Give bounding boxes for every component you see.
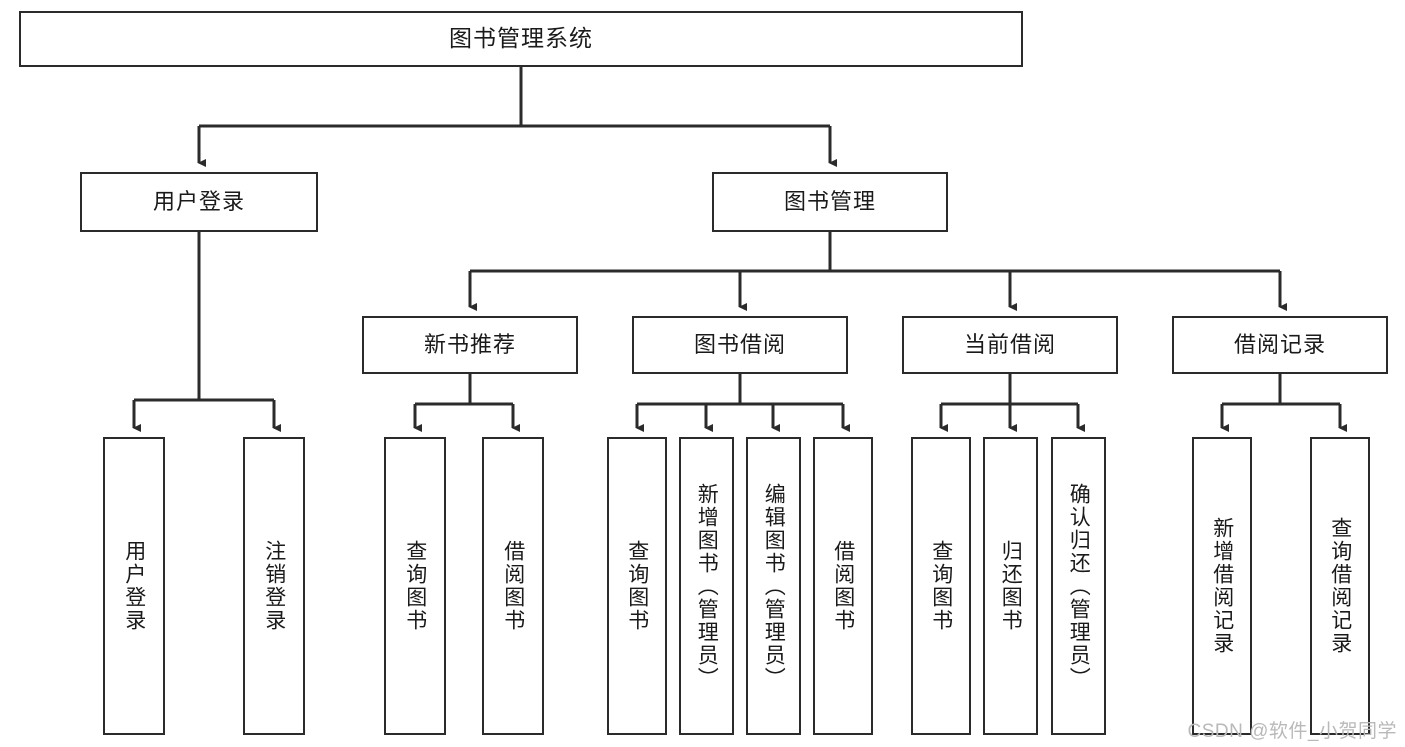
node-label: 查询图书: [929, 540, 953, 632]
node-borrow-record[interactable]: 借阅记录: [1172, 316, 1388, 374]
node-leaf-confirm-return-admin[interactable]: 确认归还（管理员）: [1051, 437, 1106, 735]
node-label: 新增借阅记录: [1210, 517, 1234, 655]
node-label: 注销登录: [262, 540, 286, 632]
node-label: 当前借阅: [963, 331, 1056, 357]
node-label: 借阅记录: [1233, 331, 1326, 357]
node-root-system[interactable]: 图书管理系统: [19, 11, 1023, 67]
node-leaf-user-login[interactable]: 用户登录: [103, 437, 165, 735]
node-leaf-query-borrow-record[interactable]: 查询借阅记录: [1310, 437, 1370, 735]
node-leaf-query-book-3[interactable]: 查询图书: [911, 437, 971, 735]
node-leaf-return-book[interactable]: 归还图书: [983, 437, 1038, 735]
node-label: 新增图书（管理员）: [695, 482, 719, 690]
node-leaf-add-borrow-record[interactable]: 新增借阅记录: [1192, 437, 1252, 735]
node-label: 借阅图书: [501, 540, 525, 632]
node-label: 编辑图书（管理员）: [762, 482, 786, 690]
node-label: 查询借阅记录: [1328, 517, 1352, 655]
node-label: 查询图书: [403, 540, 427, 632]
node-leaf-add-book-admin[interactable]: 新增图书（管理员）: [679, 437, 734, 735]
node-leaf-borrow-book-1[interactable]: 借阅图书: [482, 437, 544, 735]
node-book-borrow[interactable]: 图书借阅: [632, 316, 848, 374]
node-label: 确认归还（管理员）: [1067, 482, 1091, 690]
node-label: 借阅图书: [831, 540, 855, 632]
node-label: 用户登录: [152, 188, 245, 214]
node-leaf-query-book-2[interactable]: 查询图书: [607, 437, 667, 735]
node-leaf-query-book-1[interactable]: 查询图书: [384, 437, 446, 735]
node-leaf-borrow-book-2[interactable]: 借阅图书: [813, 437, 873, 735]
node-label: 归还图书: [999, 540, 1023, 632]
node-book-manage[interactable]: 图书管理: [712, 172, 948, 232]
node-current-borrow[interactable]: 当前借阅: [902, 316, 1118, 374]
node-user-login[interactable]: 用户登录: [80, 172, 318, 232]
node-label: 图书管理: [783, 188, 876, 214]
node-label: 图书管理系统: [449, 25, 593, 52]
node-new-book-recommend[interactable]: 新书推荐: [362, 316, 578, 374]
watermark: CSDN @软件_小贺同学: [1187, 721, 1397, 742]
node-label: 用户登录: [122, 540, 146, 632]
node-label: 新书推荐: [423, 331, 516, 357]
node-leaf-logout-login[interactable]: 注销登录: [243, 437, 305, 735]
node-leaf-edit-book-admin[interactable]: 编辑图书（管理员）: [746, 437, 801, 735]
node-label: 图书借阅: [693, 331, 786, 357]
node-label: 查询图书: [625, 540, 649, 632]
